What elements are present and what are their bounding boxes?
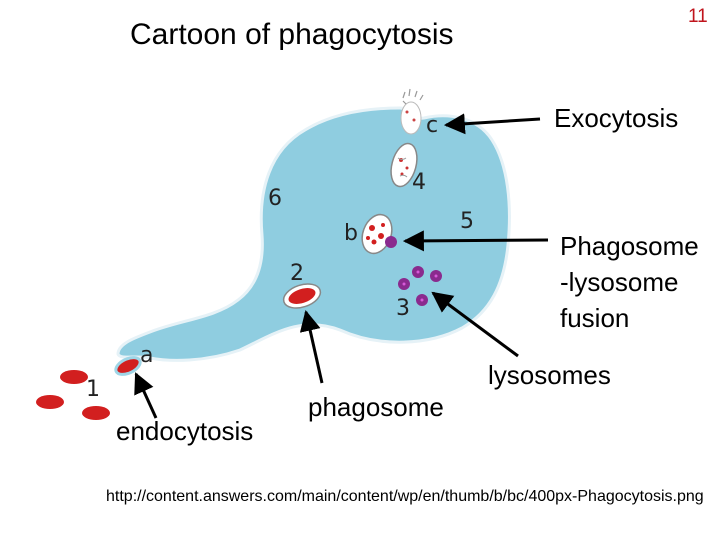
marker-2: 2 xyxy=(290,261,304,286)
marker-5: 5 xyxy=(460,209,474,234)
label-phagosome-lysosome-fusion: Phagosome -lysosome fusion xyxy=(560,228,699,336)
label-exocytosis: Exocytosis xyxy=(554,103,679,133)
cell-body xyxy=(116,106,511,362)
marker-b: b xyxy=(344,221,358,246)
endocytic-particle xyxy=(114,356,142,376)
marker-4: 4 xyxy=(412,170,426,195)
arrow-endocytosis xyxy=(134,372,158,419)
red-blood-cells xyxy=(36,370,110,420)
arrow-lysosomes xyxy=(431,291,519,358)
arrow-exocytosis xyxy=(443,113,541,135)
marker-a: a xyxy=(140,343,153,368)
marker-6: 6 xyxy=(268,186,282,211)
label-fusion-line3: fusion xyxy=(560,303,630,333)
label-fusion-line1: Phagosome xyxy=(560,231,699,261)
phagolysosome xyxy=(361,213,397,255)
slide-title: Cartoon of phagocytosis xyxy=(130,18,454,51)
source-url: http://content.answers.com/main/content/… xyxy=(106,488,704,505)
label-phagosome: phagosome xyxy=(308,392,444,422)
marker-3: 3 xyxy=(396,296,410,321)
residual-body-vesicle xyxy=(390,142,418,188)
phagosome xyxy=(282,283,322,309)
arrow-phagosome xyxy=(299,309,324,384)
arrow-fusion xyxy=(402,230,549,252)
exocytosis-vesicle xyxy=(400,88,424,135)
lysosomes xyxy=(398,266,442,306)
label-fusion-line2: -lysosome xyxy=(560,267,679,297)
slide-number: 11 xyxy=(688,6,708,27)
label-lysosomes: lysosomes xyxy=(488,360,611,390)
label-endocytosis: endocytosis xyxy=(116,416,254,446)
marker-c: c xyxy=(426,113,438,138)
marker-1: 1 xyxy=(86,377,100,402)
